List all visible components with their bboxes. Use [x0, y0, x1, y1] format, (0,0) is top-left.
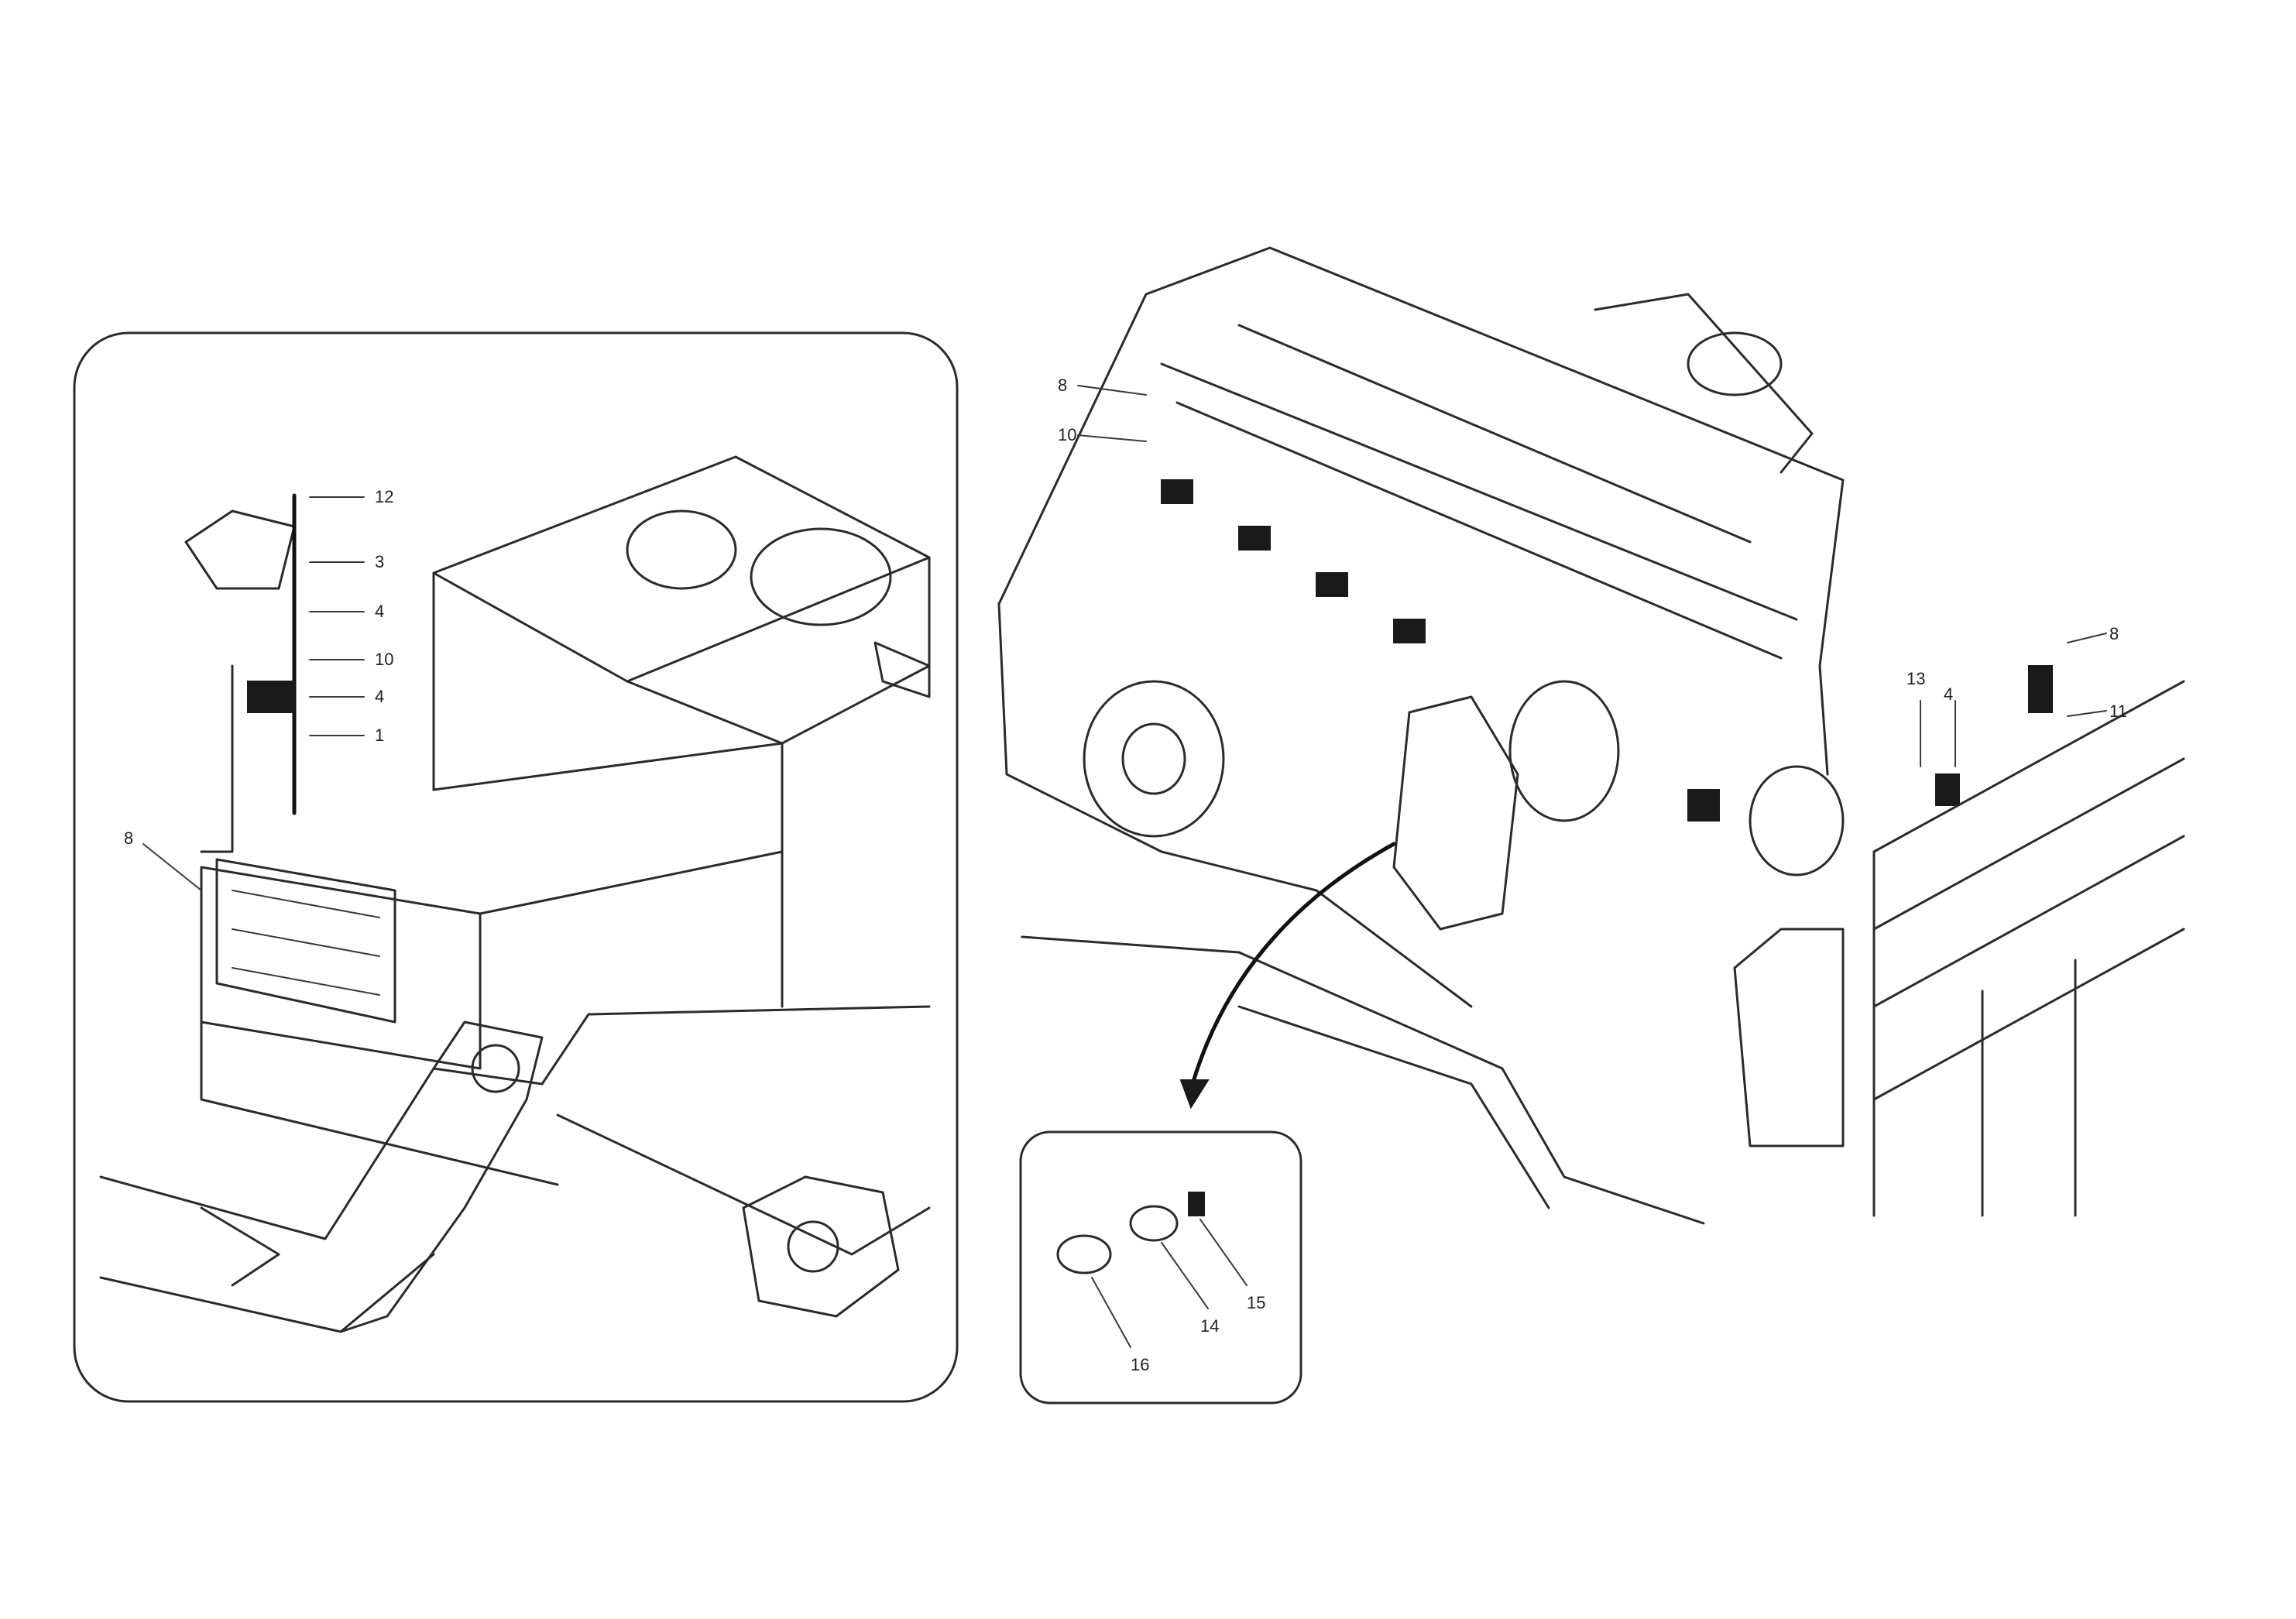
left-callout-3: 4 — [375, 602, 384, 621]
engine-callout-left-2: 10 — [1058, 425, 1076, 444]
detail-pointer-arrow — [1190, 842, 1396, 1086]
box-front-top — [479, 850, 784, 915]
box-edge — [626, 680, 784, 1008]
alternator — [1749, 765, 1845, 876]
left-callout-leaders — [142, 496, 365, 891]
engine-callout-right-4: 4 — [1944, 684, 1953, 704]
engine-base-frame — [1237, 1005, 1550, 1209]
valve-cover-line-3 — [1237, 324, 1752, 544]
valve-cover-line-1 — [1160, 362, 1798, 621]
valve-cover-line-2 — [1175, 401, 1783, 660]
turbo — [1508, 680, 1620, 822]
detail-leader-2 — [1161, 1242, 1209, 1309]
detail-callout-2: 14 — [1200, 1316, 1219, 1336]
engine-base-left — [1021, 935, 1705, 1225]
lift-arm — [339, 1020, 544, 1333]
detail-part-3 — [1188, 1192, 1205, 1216]
chassis-rail-3 — [556, 1113, 931, 1256]
box-edge-mid — [432, 742, 784, 791]
box-base — [200, 1020, 559, 1186]
engine-outline-top — [997, 246, 1845, 776]
detail-leader-1 — [1091, 1277, 1131, 1348]
mount-bracket-hole — [787, 1220, 839, 1273]
engine-view: 8 10 8 11 13 4 — [997, 246, 2185, 1225]
chassis-tab — [200, 1206, 280, 1287]
left-inset-panel: 12 3 4 10 4 1 8 — [73, 331, 959, 1403]
pulley — [1083, 680, 1225, 838]
battery-cap-1 — [626, 509, 737, 590]
lift-arm-pin — [471, 1044, 520, 1093]
right-frame-rails — [1872, 680, 2185, 1101]
intake-pipe — [1687, 331, 1783, 396]
engine-outline-left — [997, 602, 1473, 1008]
mount-bracket — [742, 1175, 900, 1318]
engine-callout-right-1: 8 — [2109, 624, 2119, 643]
engine-callout-right-3: 13 — [1906, 669, 1925, 688]
left-callout-2: 3 — [375, 552, 384, 571]
box-side — [781, 556, 931, 745]
left-callout-4: 10 — [375, 650, 393, 669]
engine-leader-3 — [2067, 633, 2107, 643]
detail-inset: 16 14 15 — [1019, 1130, 1302, 1405]
box-front — [200, 866, 482, 1070]
engine-leader-2 — [1077, 434, 1147, 442]
bracket-plate — [1733, 928, 1845, 1147]
sensor-bracket — [200, 664, 234, 853]
engine-callout-left-1: 8 — [1058, 376, 1067, 395]
box-top — [432, 455, 931, 683]
battery-cap-2 — [750, 527, 892, 626]
sensor-block — [247, 681, 295, 713]
detail-callout-3: 15 — [1247, 1293, 1265, 1312]
side-plate-ribs — [232, 890, 380, 996]
detail-part-1 — [1056, 1234, 1112, 1274]
right-frame-uprights — [1872, 850, 2077, 1217]
engine-leader-4 — [2067, 710, 2107, 717]
detail-pointer-arrowhead — [1179, 1079, 1210, 1110]
detail-inset-frame — [1019, 1130, 1302, 1405]
detail-part-2 — [1129, 1205, 1179, 1242]
air-housing — [1594, 293, 1814, 474]
engine-callout-right-2: 11 — [2109, 701, 2127, 721]
sensor-plate — [184, 509, 296, 590]
left-callout-5: 4 — [375, 687, 384, 706]
chassis-rail-1 — [99, 1005, 931, 1240]
side-plate — [215, 858, 396, 1024]
injector-cluster — [1161, 479, 2053, 822]
detail-callout-1: 16 — [1131, 1355, 1149, 1374]
filter-housing — [1392, 695, 1519, 931]
left-inset-frame — [73, 331, 959, 1403]
left-callout-6: 1 — [375, 725, 384, 745]
pulley-hub — [1121, 722, 1186, 795]
box-clip — [873, 641, 931, 698]
engine-leader-1 — [1077, 385, 1147, 396]
left-callout-7: 8 — [124, 828, 133, 848]
detail-leader-3 — [1199, 1219, 1248, 1286]
chassis-rail-2 — [99, 1253, 435, 1333]
left-callout-1: 12 — [375, 487, 393, 506]
